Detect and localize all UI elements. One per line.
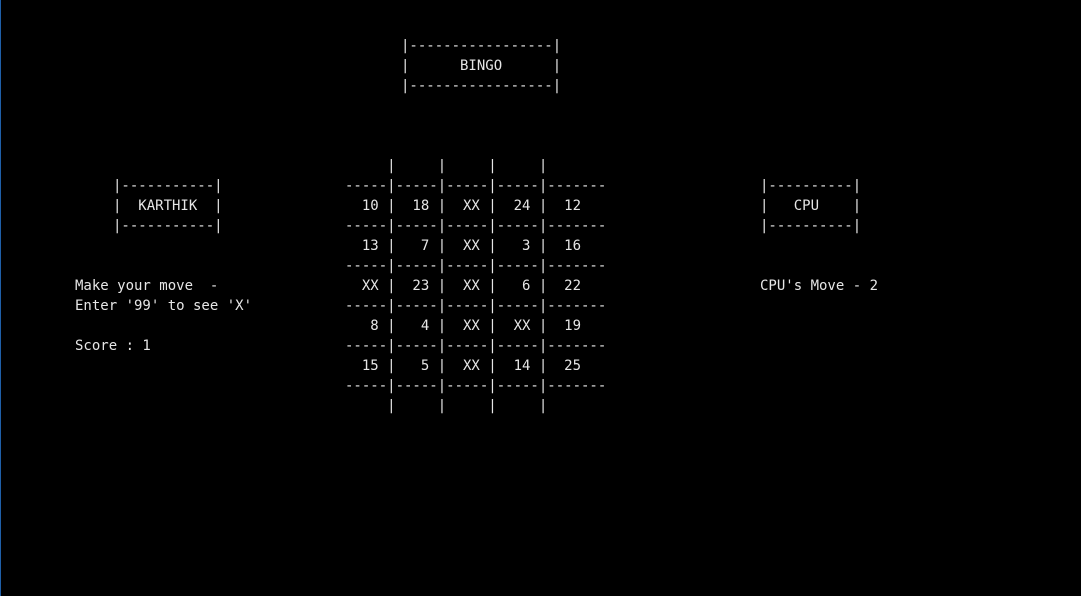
board-row: XX | 23 | XX | 6 | 22 bbox=[345, 278, 582, 294]
player-name: | KARTHIK | bbox=[113, 198, 223, 214]
cpu-name-box: |----------| | CPU | |----------| bbox=[760, 176, 861, 236]
board-line: -----|-----|-----|-----|------- bbox=[345, 258, 607, 274]
cpu-move-text: CPU's Move - 2 bbox=[760, 278, 879, 294]
board-line: -----|-----|-----|-----|------- bbox=[345, 178, 607, 194]
board-line: | | | | bbox=[345, 398, 548, 414]
player-box-line: |-----------| bbox=[113, 218, 223, 234]
score-text: Score : 1 bbox=[75, 338, 151, 354]
title-box-line: |-----------------| bbox=[401, 78, 562, 94]
prompt-line: Make your move - bbox=[75, 278, 219, 294]
board-row: 15 | 5 | XX | 14 | 25 bbox=[345, 358, 582, 374]
prompt-line: Enter '99' to see 'X' bbox=[75, 298, 253, 314]
title-box-line: |-----------------| bbox=[401, 38, 562, 54]
board-line: -----|-----|-----|-----|------- bbox=[345, 378, 607, 394]
move-prompt: Make your move - Enter '99' to see 'X' bbox=[75, 276, 252, 316]
bingo-title-box: |-----------------| | BINGO | |---------… bbox=[401, 36, 561, 96]
board-row: 10 | 18 | XX | 24 | 12 bbox=[345, 198, 582, 214]
cpu-box-line: |----------| bbox=[760, 218, 862, 234]
cpu-name: | CPU | bbox=[760, 198, 862, 214]
player-name-box: |-----------| | KARTHIK | |-----------| bbox=[113, 176, 223, 236]
score-display: Score : 1 bbox=[75, 336, 151, 356]
board-line: | | | | bbox=[345, 158, 548, 174]
player-box-line: |-----------| bbox=[113, 178, 223, 194]
board-row: 13 | 7 | XX | 3 | 16 bbox=[345, 238, 582, 254]
board-row: 8 | 4 | XX | XX | 19 bbox=[345, 318, 582, 334]
cpu-move-display: CPU's Move - 2 bbox=[760, 276, 878, 296]
bingo-title: | BINGO | bbox=[401, 58, 562, 74]
board-line: -----|-----|-----|-----|------- bbox=[345, 218, 607, 234]
board-line: -----|-----|-----|-----|------- bbox=[345, 298, 607, 314]
board-line: -----|-----|-----|-----|------- bbox=[345, 338, 607, 354]
cpu-box-line: |----------| bbox=[760, 178, 862, 194]
bingo-board: | | | | -----|-----|-----|-----|------- … bbox=[345, 156, 606, 416]
